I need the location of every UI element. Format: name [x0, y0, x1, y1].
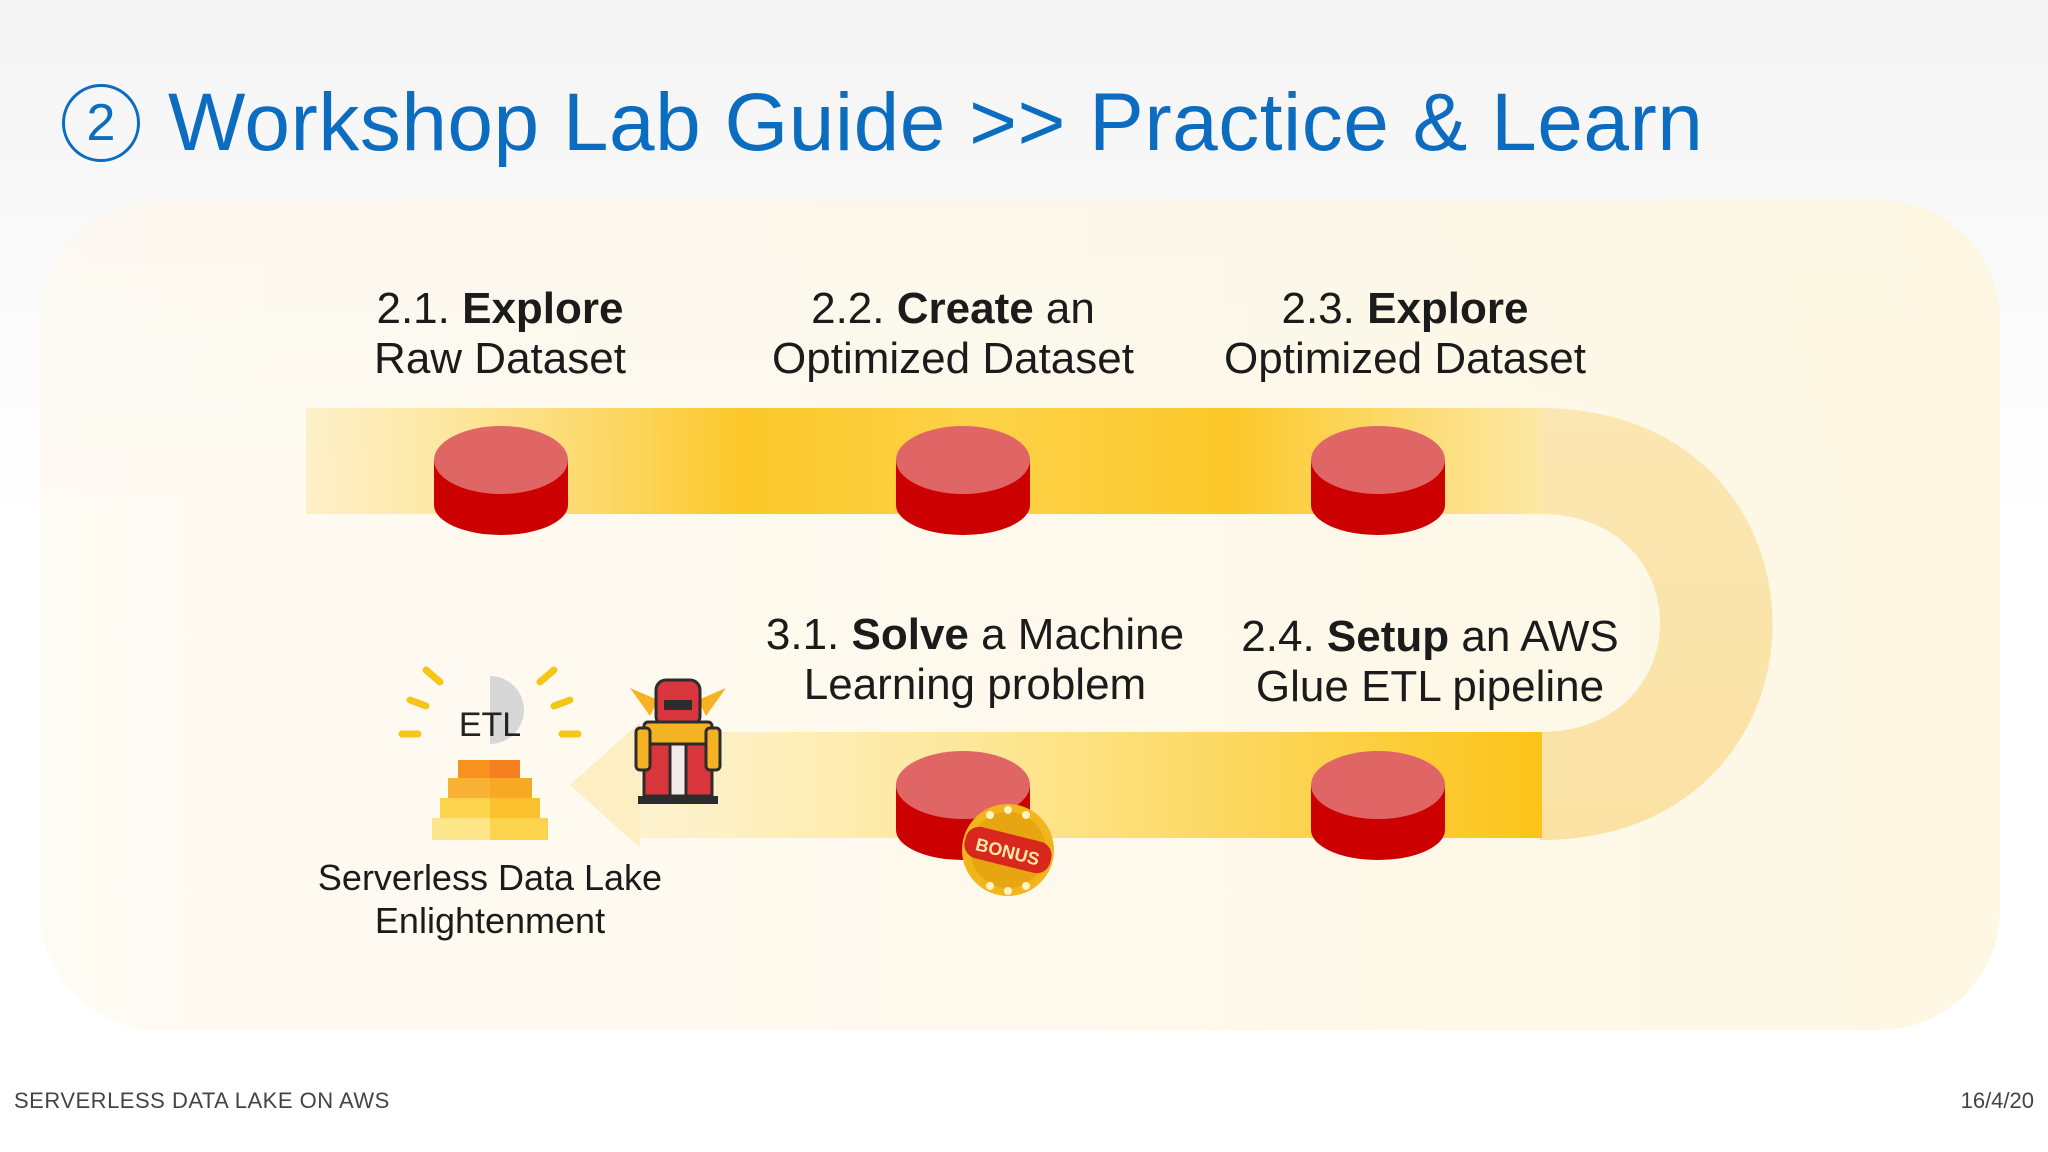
footer-deck-title: SERVERLESS DATA LAKE ON AWS	[14, 1088, 390, 1113]
step-number: 2.2.	[811, 284, 897, 333]
step-text: an AWS	[1449, 612, 1619, 661]
bonus-badge-icon: BONUS	[962, 804, 1054, 896]
goal-label-line2: Enlightenment	[374, 900, 606, 941]
step-verb: Create	[896, 284, 1034, 333]
step-text-line2: Raw Dataset	[374, 334, 626, 383]
step-verb: Solve	[851, 610, 969, 659]
footer-date: 16/4/20	[1960, 1088, 2034, 1113]
database-icon-2-1	[434, 426, 568, 535]
step-text-line2: Learning problem	[803, 660, 1147, 709]
etl-pyramid-icon	[398, 666, 582, 840]
database-icon-2-4	[1311, 751, 1445, 860]
goal-label-line1: Serverless Data Lake	[317, 857, 663, 898]
etl-icon-label: ETL	[458, 706, 522, 744]
step-label-3-1: 3.1. Solve a Machine Learning problem	[750, 610, 1200, 710]
database-icon-2-3	[1311, 426, 1445, 535]
step-text-line2: Optimized Dataset	[1224, 334, 1586, 383]
step-verb: Explore	[1367, 284, 1529, 333]
step-number: 2.3.	[1281, 284, 1368, 333]
step-number: 3.1.	[765, 610, 852, 659]
goal-label: Serverless Data Lake Enlightenment	[300, 856, 680, 942]
step-label-2-4: 2.4. Setup an AWS Glue ETL pipeline	[1230, 612, 1630, 712]
step-text-line2: Optimized Dataset	[772, 334, 1134, 383]
path-curve	[1540, 408, 1773, 840]
robot-warrior-icon	[630, 678, 726, 804]
step-number: 2.4.	[1241, 612, 1327, 661]
step-text: a Machine	[968, 610, 1185, 659]
path-arrowhead	[570, 722, 640, 848]
step-label-2-1: 2.1. Explore Raw Dataset	[350, 284, 650, 384]
database-icon-2-2	[896, 426, 1030, 535]
step-text-line2: Glue ETL pipeline	[1255, 662, 1605, 711]
step-label-2-2: 2.2. Create an Optimized Dataset	[748, 284, 1158, 384]
step-label-2-3: 2.3. Explore Optimized Dataset	[1200, 284, 1610, 384]
step-verb: Explore	[462, 284, 624, 333]
slide-title-text: Workshop Lab Guide >> Practice & Learn	[168, 77, 1704, 168]
step-verb: Setup	[1326, 612, 1450, 661]
slide-title: 2 Workshop Lab Guide >> Practice & Learn	[62, 77, 1704, 168]
step-text: an	[1033, 284, 1095, 333]
section-number-badge: 2	[62, 84, 140, 162]
step-number: 2.1.	[376, 284, 463, 333]
